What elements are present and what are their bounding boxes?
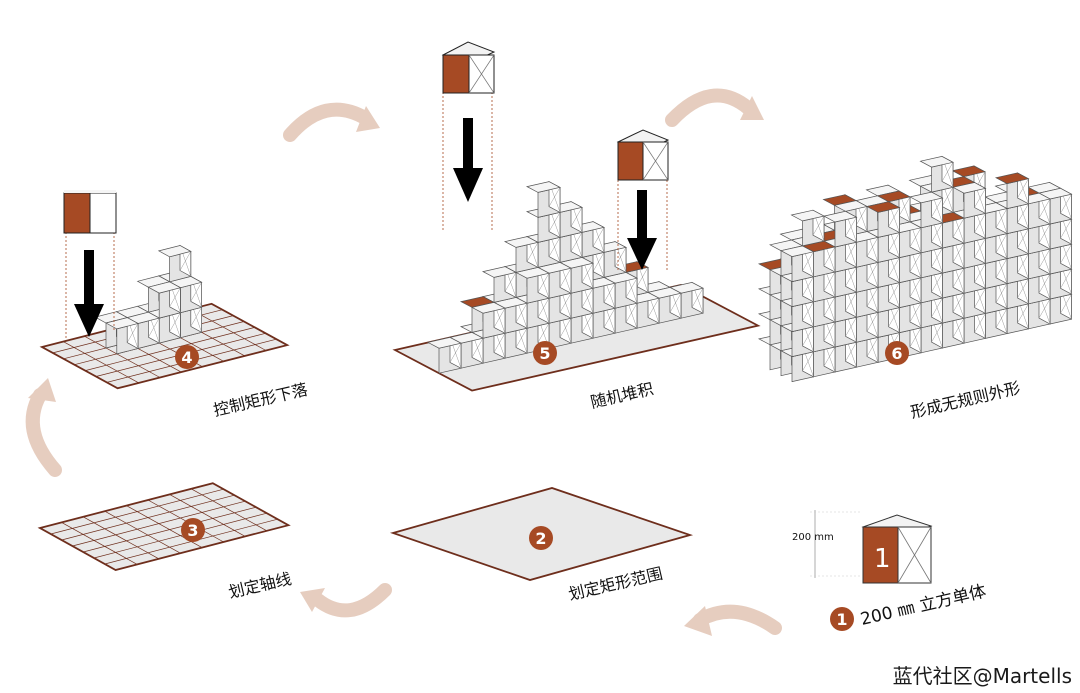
down-arrow-icon xyxy=(627,190,657,270)
arrow-1-to-2 xyxy=(684,604,782,636)
unit-cube xyxy=(810,510,933,584)
step-5-dropping-cube-left xyxy=(441,41,496,230)
step-3-grid-plate xyxy=(37,482,291,571)
arrow-5-to-6 xyxy=(665,88,764,127)
step-6-irregular-block xyxy=(758,155,1073,383)
arrow-2-to-3 xyxy=(300,583,392,618)
step-caption: 随机堆积 xyxy=(589,379,656,412)
unit-dimension-label: 200 mm xyxy=(792,532,834,543)
cycle-arrows xyxy=(25,88,782,636)
step-caption: 划定矩形范围 xyxy=(567,564,665,604)
unit-face-label: 1 xyxy=(874,544,891,574)
step-6-marker: 6 xyxy=(885,341,909,365)
step-caption: 控制矩形下落 xyxy=(212,380,310,420)
step-2-marker: 2 xyxy=(529,526,553,550)
step-number: 4 xyxy=(181,348,192,367)
step-caption: 形成无规则外形 xyxy=(909,378,1022,422)
down-arrow-icon xyxy=(453,118,483,202)
step-caption: 200 ㎜ 立方单体 xyxy=(859,582,988,630)
step-4-cube-stack xyxy=(94,244,203,355)
step-number: 5 xyxy=(539,344,550,363)
step-5-cube-stack xyxy=(426,181,705,374)
watermark: 蓝代社区@Martells xyxy=(892,664,1072,688)
down-arrow-icon xyxy=(74,250,104,337)
step-number: 2 xyxy=(535,529,546,548)
step-number: 3 xyxy=(187,521,198,540)
step-5-dropping-cube-right xyxy=(616,129,670,270)
step-4-marker: 4 xyxy=(175,345,199,369)
step-4-dropping-cube xyxy=(63,190,117,340)
step-number: 6 xyxy=(891,344,902,363)
step-caption: 划定轴线 xyxy=(227,569,294,602)
step-number: 1 xyxy=(836,610,847,629)
arrow-3-to-4 xyxy=(25,378,62,477)
step-5-marker: 5 xyxy=(533,341,557,365)
step-1-marker: 1 xyxy=(830,607,854,631)
step-3-marker: 3 xyxy=(181,518,205,542)
arrow-4-to-5 xyxy=(283,102,380,142)
